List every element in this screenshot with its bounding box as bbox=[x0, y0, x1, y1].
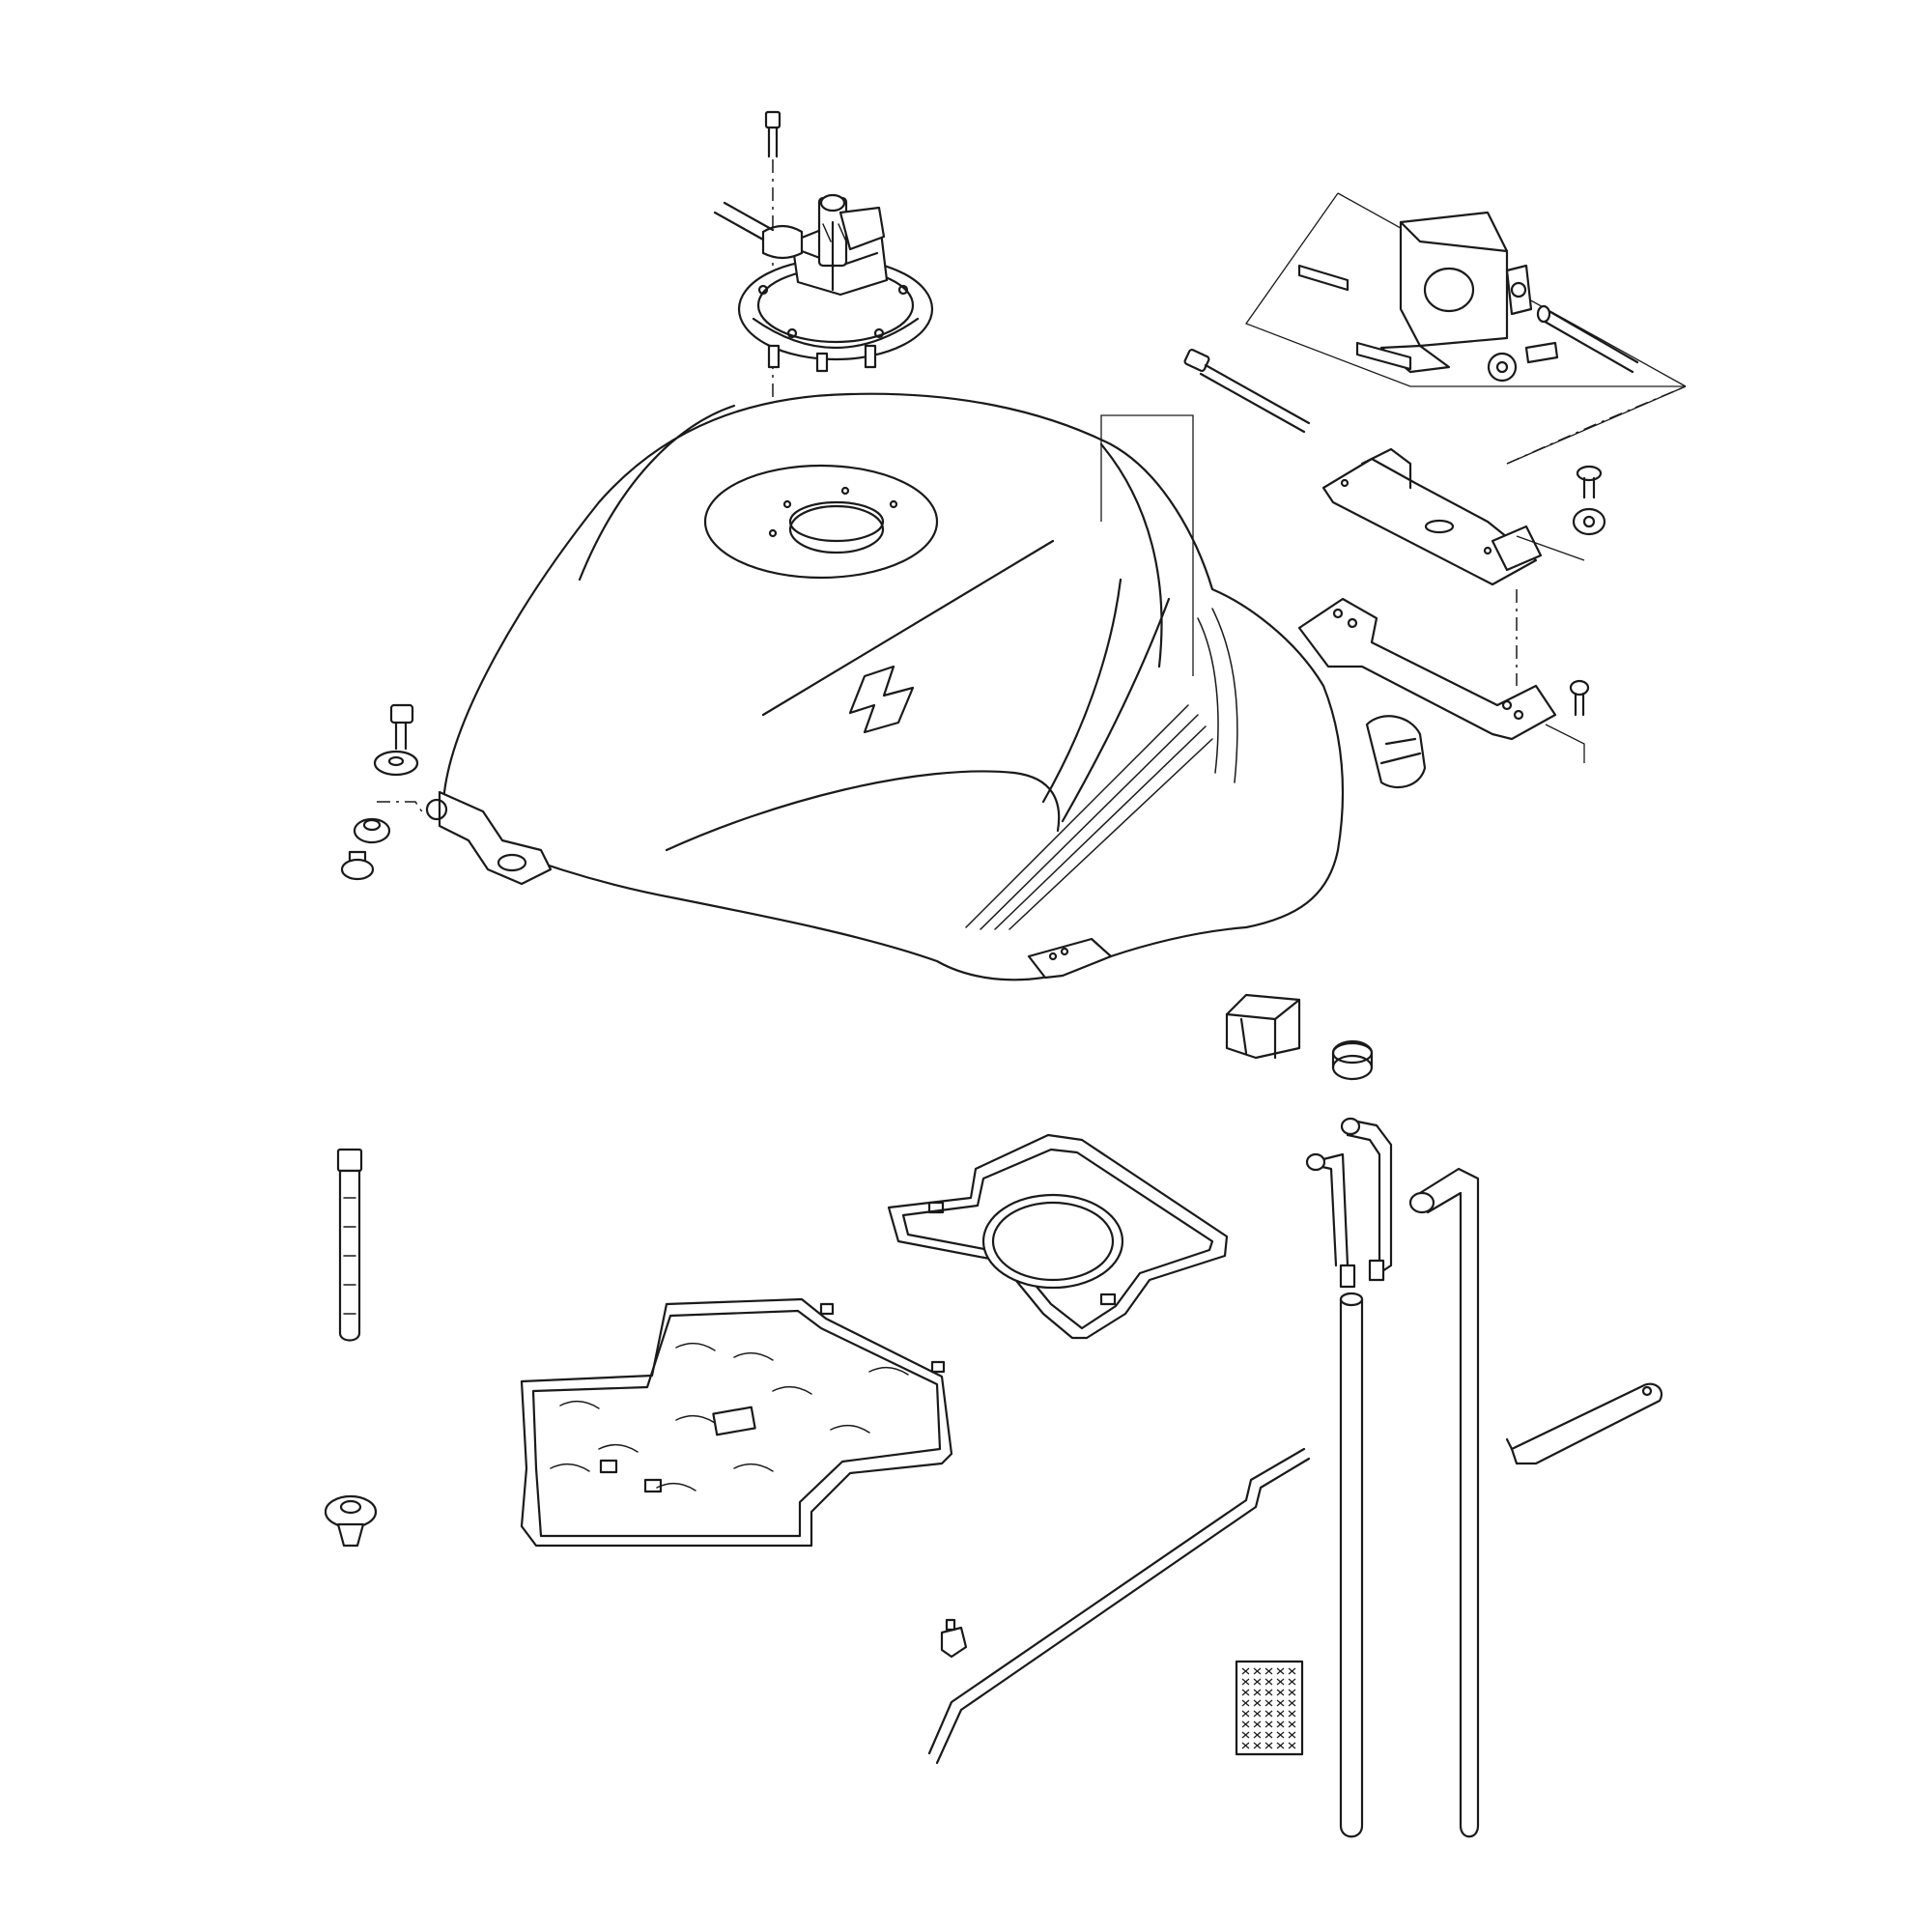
rear-mount-screw bbox=[1576, 465, 1603, 499]
front-bolt-guide-line bbox=[377, 801, 426, 817]
heat-insulator-mat bbox=[520, 1297, 953, 1548]
rear-bracket-callout-frame bbox=[1244, 192, 1687, 465]
reference-bracket-line bbox=[1100, 414, 1194, 676]
front-grommet bbox=[353, 817, 391, 844]
breather-rod bbox=[927, 1447, 1311, 1765]
rear-bracket-pin bbox=[1536, 304, 1639, 374]
overflow-hose bbox=[1408, 1167, 1480, 1838]
rear-seat-bracket-ref-line bbox=[1545, 724, 1585, 763]
rear-seat-bracket-screw bbox=[1569, 679, 1590, 717]
breather-hose-right bbox=[1340, 1117, 1393, 1277]
fuel-tank bbox=[425, 392, 1345, 981]
rear-seat-bracket bbox=[1297, 597, 1557, 741]
front-bolt bbox=[389, 703, 414, 751]
drain-hose-long bbox=[1339, 1292, 1364, 1838]
warning-label bbox=[1235, 1660, 1304, 1756]
fuel-tank-pad bbox=[887, 1133, 1229, 1340]
fuel-cap-assembly bbox=[713, 193, 934, 373]
rear-bracket-nut bbox=[1487, 341, 1559, 383]
hose-clamp-bracket bbox=[1505, 1382, 1662, 1465]
cap-bolt bbox=[764, 110, 781, 158]
hose-clip bbox=[940, 1618, 968, 1659]
front-collar bbox=[340, 850, 375, 881]
tie-band bbox=[336, 1148, 363, 1342]
bushing bbox=[1331, 1039, 1374, 1081]
rear-mount-damper bbox=[1572, 507, 1606, 536]
rear-bracket-clip-right bbox=[1355, 341, 1412, 371]
rear-bracket-hinge bbox=[1379, 211, 1533, 374]
breather-hose-left bbox=[1305, 1152, 1350, 1267]
rubber-cushion bbox=[1365, 715, 1427, 789]
front-washer bbox=[373, 750, 419, 777]
rear-bracket-clip-left bbox=[1297, 264, 1350, 292]
push-clip bbox=[324, 1494, 378, 1548]
rubber-block bbox=[1225, 993, 1301, 1060]
rear-mount-plate bbox=[1321, 447, 1543, 586]
hose-joint bbox=[1339, 1259, 1385, 1289]
rear-bracket-ref-line bbox=[1516, 535, 1585, 561]
long-bolt bbox=[1183, 348, 1311, 434]
brand-logo: S bbox=[848, 665, 915, 734]
